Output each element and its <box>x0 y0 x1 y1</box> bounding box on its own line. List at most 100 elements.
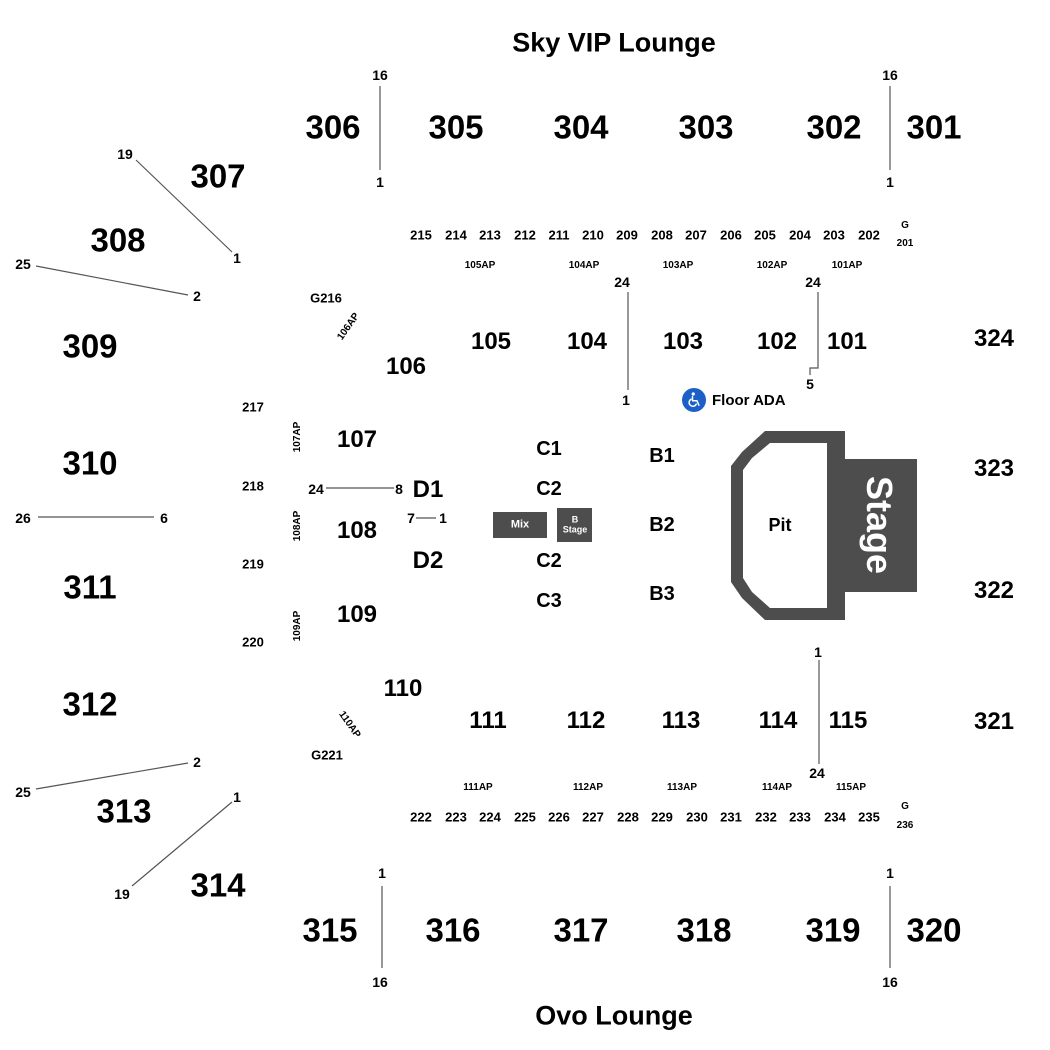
section-102[interactable]: 102 <box>756 328 798 355</box>
section-112[interactable]: 112 <box>566 707 606 734</box>
ap-102[interactable]: 102AP <box>756 260 788 271</box>
section-323[interactable]: 323 <box>973 455 1015 482</box>
section-214[interactable]: 214 <box>445 227 467 243</box>
floor-b3[interactable]: B3 <box>649 583 675 605</box>
section-317[interactable]: 317 <box>553 911 609 949</box>
section-312[interactable]: 312 <box>62 685 118 723</box>
section-g236-letter[interactable]: G <box>901 801 909 812</box>
section-311[interactable]: 311 <box>63 568 117 606</box>
section-314[interactable]: 314 <box>190 866 246 904</box>
ap-111[interactable]: 111AP <box>463 782 493 793</box>
section-103[interactable]: 103 <box>662 328 704 355</box>
section-307[interactable]: 307 <box>190 157 246 195</box>
section-207[interactable]: 207 <box>685 227 707 243</box>
ap-114[interactable]: 114AP <box>761 782 793 793</box>
section-g201-letter[interactable]: G <box>901 220 909 231</box>
section-203[interactable]: 203 <box>823 227 845 243</box>
floor-d2[interactable]: D2 <box>412 547 444 574</box>
section-234[interactable]: 234 <box>824 809 846 825</box>
pit-label[interactable]: Pit <box>768 515 792 535</box>
ap-109[interactable]: 109AP <box>292 610 303 642</box>
section-220[interactable]: 220 <box>242 634 264 650</box>
section-111[interactable]: 111 <box>469 707 507 734</box>
section-g221[interactable]: G221 <box>311 747 343 763</box>
floor-c1[interactable]: C1 <box>536 438 562 460</box>
section-114[interactable]: 114 <box>758 707 798 734</box>
section-227[interactable]: 227 <box>582 809 604 825</box>
section-222[interactable]: 222 <box>410 809 432 825</box>
ap-107[interactable]: 107AP <box>292 421 303 453</box>
section-310[interactable]: 310 <box>62 444 118 482</box>
section-110[interactable]: 110 <box>383 675 423 702</box>
section-218[interactable]: 218 <box>242 478 264 494</box>
floor-c2-upper[interactable]: C2 <box>536 478 562 500</box>
section-224[interactable]: 224 <box>479 809 501 825</box>
section-223[interactable]: 223 <box>445 809 467 825</box>
section-233[interactable]: 233 <box>789 809 811 825</box>
section-217[interactable]: 217 <box>242 399 264 415</box>
section-324[interactable]: 324 <box>973 325 1015 352</box>
section-204[interactable]: 204 <box>789 227 811 243</box>
section-315[interactable]: 315 <box>302 911 358 949</box>
section-313[interactable]: 313 <box>96 792 152 830</box>
floor-c3[interactable]: C3 <box>536 590 562 612</box>
section-202[interactable]: 202 <box>858 227 880 243</box>
section-303[interactable]: 303 <box>678 108 734 146</box>
section-106[interactable]: 106 <box>385 353 427 380</box>
section-211[interactable]: 211 <box>548 227 570 243</box>
section-115[interactable]: 115 <box>828 707 868 734</box>
section-105[interactable]: 105 <box>470 328 512 355</box>
section-319[interactable]: 319 <box>805 911 861 949</box>
ap-115[interactable]: 115AP <box>835 782 867 793</box>
section-309[interactable]: 309 <box>62 327 118 365</box>
section-109[interactable]: 109 <box>336 601 378 628</box>
section-226[interactable]: 226 <box>548 809 570 825</box>
ap-101[interactable]: 101AP <box>831 260 863 271</box>
floor-d1[interactable]: D1 <box>412 476 444 503</box>
section-g236-number[interactable]: 236 <box>896 820 914 831</box>
section-209[interactable]: 209 <box>616 227 638 243</box>
section-304[interactable]: 304 <box>553 108 609 146</box>
section-206[interactable]: 206 <box>720 227 742 243</box>
section-322[interactable]: 322 <box>973 577 1015 604</box>
section-108[interactable]: 108 <box>336 517 378 544</box>
section-g201-number[interactable]: 201 <box>896 238 914 249</box>
section-225[interactable]: 225 <box>514 809 536 825</box>
section-208[interactable]: 208 <box>651 227 673 243</box>
section-212[interactable]: 212 <box>514 227 536 243</box>
ap-108[interactable]: 108AP <box>292 510 303 542</box>
section-229[interactable]: 229 <box>651 809 673 825</box>
section-107[interactable]: 107 <box>336 426 378 453</box>
section-231[interactable]: 231 <box>720 809 742 825</box>
section-213[interactable]: 213 <box>479 227 501 243</box>
floor-c2-lower[interactable]: C2 <box>536 550 562 572</box>
section-232[interactable]: 232 <box>755 809 777 825</box>
section-308[interactable]: 308 <box>90 221 146 259</box>
section-318[interactable]: 318 <box>676 911 732 949</box>
floor-b1[interactable]: B1 <box>649 445 675 467</box>
ap-112[interactable]: 112AP <box>572 782 604 793</box>
floor-ada[interactable]: Floor ADA <box>682 388 786 412</box>
section-306[interactable]: 306 <box>305 108 361 146</box>
section-228[interactable]: 228 <box>617 809 639 825</box>
section-235[interactable]: 235 <box>858 809 880 825</box>
section-321[interactable]: 321 <box>973 708 1015 735</box>
section-320[interactable]: 320 <box>906 911 962 949</box>
ap-103[interactable]: 103AP <box>662 260 694 271</box>
section-210[interactable]: 210 <box>582 227 604 243</box>
section-g216[interactable]: G216 <box>310 290 342 306</box>
section-301[interactable]: 301 <box>906 108 962 146</box>
section-316[interactable]: 316 <box>425 911 481 949</box>
ap-105[interactable]: 105AP <box>464 260 496 271</box>
ap-113[interactable]: 113AP <box>666 782 698 793</box>
section-104[interactable]: 104 <box>566 328 608 355</box>
section-215[interactable]: 215 <box>410 227 432 243</box>
section-230[interactable]: 230 <box>686 809 708 825</box>
section-305[interactable]: 305 <box>428 108 484 146</box>
floor-b2[interactable]: B2 <box>649 514 675 536</box>
section-219[interactable]: 219 <box>242 556 264 572</box>
section-113[interactable]: 113 <box>661 707 701 734</box>
section-205[interactable]: 205 <box>754 227 776 243</box>
section-302[interactable]: 302 <box>806 108 862 146</box>
section-101[interactable]: 101 <box>826 328 868 355</box>
